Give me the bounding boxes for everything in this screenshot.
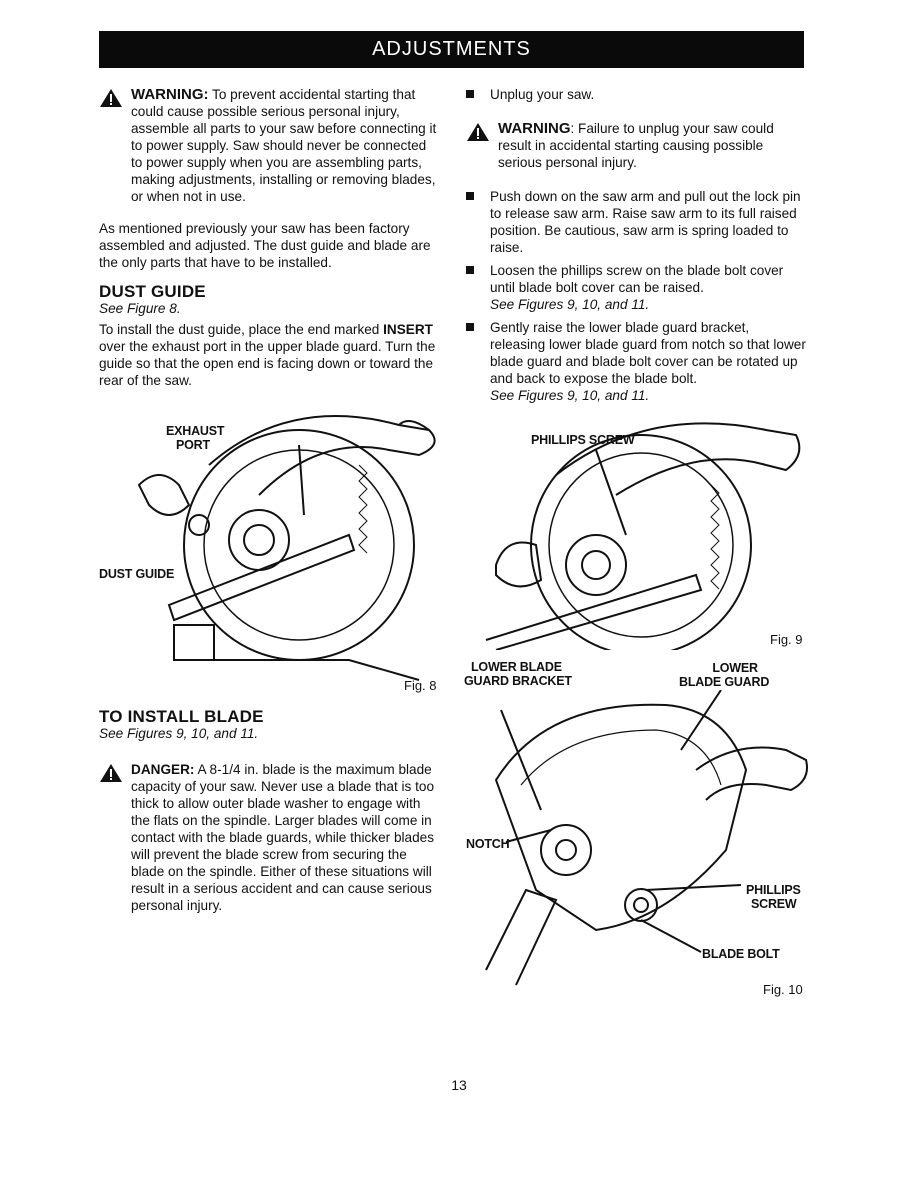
- step-release-arm: Push down on the saw arm and pull out th…: [466, 188, 806, 256]
- warning2-text: : Failure to unplug your saw could resul…: [498, 121, 774, 170]
- dust-guide-see: See Figure 8.: [99, 301, 181, 316]
- fig9-label: Fig. 9: [770, 632, 803, 647]
- page-number: 13: [451, 1077, 467, 1093]
- danger-label: DANGER:: [131, 762, 195, 777]
- left-column: WARNING: To prevent accidental starting …: [99, 86, 441, 389]
- warning2-block: WARNING: Failure to unplug your saw coul…: [466, 120, 806, 171]
- step-raise-guard: Gently raise the lower blade guard brack…: [466, 319, 806, 404]
- section-header: ADJUSTMENTS: [99, 31, 804, 68]
- warning-text: To prevent accidental starting that coul…: [131, 87, 437, 204]
- notch-callout: NOTCH: [466, 837, 510, 851]
- lower-blade-guard-bracket-callout: LOWER BLADE GUARD BRACKET: [464, 660, 572, 688]
- step-unplug: Unplug your saw.: [466, 86, 806, 103]
- exhaust-port-callout: EXHAUST PORT: [166, 424, 225, 452]
- intro-paragraph: As mentioned previously your saw has bee…: [99, 221, 431, 270]
- dust-guide-text: To install the dust guide, place the end…: [99, 322, 436, 388]
- danger-block: DANGER: A 8-1/4 in. blade is the maximum…: [99, 761, 441, 914]
- warning-triangle-icon: [100, 89, 122, 107]
- dust-guide-heading: DUST GUIDE: [99, 282, 206, 301]
- blade-bolt-callout: BLADE BOLT: [702, 947, 780, 961]
- warning2-label: WARNING: [498, 120, 571, 137]
- dust-guide-callout: DUST GUIDE: [99, 567, 175, 581]
- install-blade-section: TO INSTALL BLADE See Figures 9, 10, and …: [99, 708, 441, 914]
- phillips-screw-callout-fig10: PHILLIPS SCREW: [746, 883, 801, 911]
- figure-10-illustration: [485, 690, 808, 986]
- danger-text: A 8-1/4 in. blade is the maximum blade c…: [131, 762, 435, 913]
- danger-triangle-icon: [100, 764, 122, 782]
- warning-label: WARNING:: [131, 86, 209, 103]
- install-blade-heading: TO INSTALL BLADE: [99, 707, 264, 726]
- warning-block: WARNING: To prevent accidental starting …: [99, 86, 441, 205]
- right-column: Unplug your saw. WARNING: Failure to unp…: [466, 86, 806, 404]
- step-loosen-screw: Loosen the phillips screw on the blade b…: [466, 262, 806, 313]
- lower-blade-guard-callout: LOWER BLADE GUARD: [679, 661, 770, 689]
- install-blade-see: See Figures 9, 10, and 11.: [99, 726, 259, 741]
- fig8-label: Fig. 8: [404, 678, 437, 693]
- phillips-screw-callout: PHILLIPS SCREW: [531, 433, 635, 447]
- figure-9-illustration: [485, 422, 801, 650]
- figure-8-illustration: [137, 415, 436, 681]
- warning-triangle-icon: [467, 123, 489, 141]
- fig10-label: Fig. 10: [763, 982, 803, 997]
